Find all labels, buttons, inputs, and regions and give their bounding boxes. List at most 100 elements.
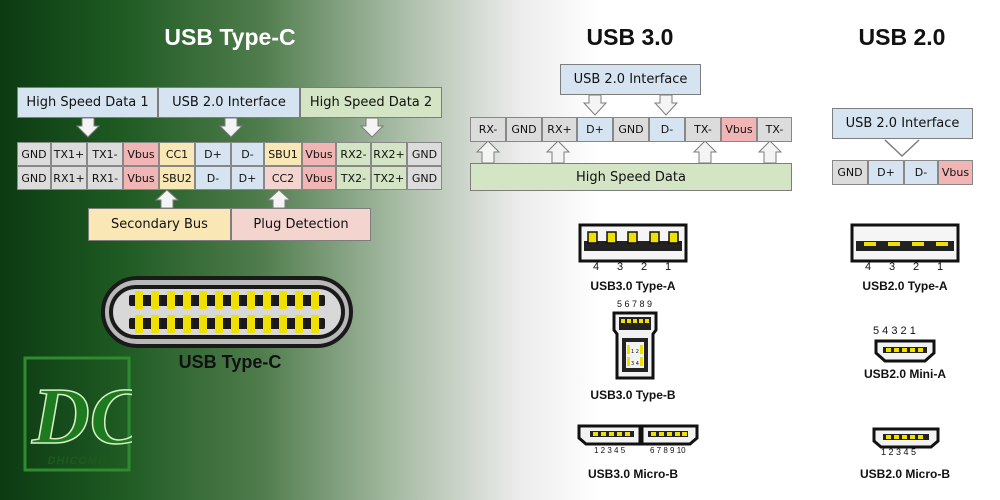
- usb2-pin-2: D+: [868, 160, 904, 185]
- typec-contact-pin: [199, 291, 207, 309]
- usb2-typea-num-3: 3: [889, 261, 896, 273]
- usb3-arrow-dminus: [653, 94, 679, 116]
- usb3-pin-3: RX+: [542, 117, 577, 142]
- usb3-pin-6: D-: [649, 117, 685, 142]
- typec-contact-pin: [231, 291, 239, 309]
- usb3-pin-5: GND: [613, 117, 649, 142]
- usb3-pin-2: GND: [506, 117, 542, 142]
- usb2-interface-label: USB 2.0 Interface: [832, 108, 973, 139]
- typec-pin-b1: GND: [407, 166, 442, 190]
- typec-contact-pin: [295, 315, 303, 333]
- typec-pin-a7: D-: [231, 142, 264, 166]
- usb3-typeb-inner2: 3 4: [631, 361, 639, 367]
- typec-secondary-bus-label: Secondary Bus: [88, 208, 231, 241]
- typec-contact-pin: [199, 315, 207, 333]
- typec-pin-b11: RX1+: [51, 166, 87, 190]
- typec-arrow-hs2: [359, 117, 385, 138]
- typec-contact-pin: [279, 291, 287, 309]
- typec-arrow-hs1: [75, 117, 101, 138]
- typec-pin-b2: TX2+: [371, 166, 407, 190]
- typec-arrow-usb2: [218, 117, 244, 138]
- usb2-microb-caption: USB2.0 Micro-B: [859, 467, 951, 481]
- typec-contact-pin: [263, 315, 271, 333]
- usb2-mini-caption: USB2.0 Mini-A: [863, 367, 946, 381]
- typec-contact-pin: [247, 315, 255, 333]
- usb3-microb-icon: [577, 424, 699, 446]
- typec-contact-pin: [183, 291, 191, 309]
- typec-contact-pin: [311, 291, 319, 309]
- typec-pin-a8: SBU1: [264, 142, 302, 166]
- typec-header-hs1: High Speed Data 1: [17, 87, 158, 118]
- typec-contact-pin: [215, 291, 223, 309]
- typec-contact-pin: [263, 291, 271, 309]
- typec-pin-b7: D-: [195, 166, 231, 190]
- usb3-arrow-rxm: [475, 140, 501, 164]
- usb2-typea-icon: [850, 223, 960, 263]
- typec-connector-caption: USB Type-C: [178, 352, 282, 372]
- typec-contact-pin: [215, 315, 223, 333]
- usb2-microb-icon: [872, 427, 940, 449]
- usb3-typea-icon: [578, 223, 688, 263]
- usb3-pin-1: RX-: [470, 117, 506, 142]
- usb3-arrow-rxp: [545, 140, 571, 164]
- typec-connector-icon: [101, 276, 353, 348]
- usb3-typea-caption: USB3.0 Type-A: [590, 279, 676, 293]
- typec-contact-pin: [167, 291, 175, 309]
- typec-contact-pin: [151, 315, 159, 333]
- usb3-microb-nums-right: 6 7 8 9 10: [650, 446, 686, 455]
- usb3-typeb-icon: 1 2 3 4: [612, 311, 658, 380]
- usb2-typea-num-4: 4: [865, 261, 872, 273]
- typec-contact-pin: [311, 315, 319, 333]
- usb3-high-speed-label: High Speed Data: [470, 163, 792, 191]
- typec-pin-a10: RX2-: [336, 142, 371, 166]
- typec-arrow-plug: [266, 189, 292, 209]
- dhicomp-logo-mark: DC: [31, 373, 132, 461]
- typec-header-usb2: USB 2.0 Interface: [158, 87, 300, 118]
- usb2-pin-1: GND: [832, 160, 868, 185]
- typec-contact-pin: [135, 315, 143, 333]
- usb3-microb-caption: USB3.0 Micro-B: [587, 467, 679, 481]
- dhicomp-logo-text: DHICOMP: [48, 455, 107, 467]
- typec-contact-pin: [183, 315, 191, 333]
- usb3-typea-num-3: 3: [617, 261, 624, 273]
- typec-contact-pin: [151, 291, 159, 309]
- typec-pin-b10: RX1-: [87, 166, 123, 190]
- usb3-typea-num-2: 2: [641, 261, 648, 273]
- typec-contact-pin: [231, 315, 239, 333]
- usb2-pin-4: Vbus: [938, 160, 973, 185]
- typec-title: USB Type-C: [164, 24, 296, 50]
- usb3-pin-4: D+: [577, 117, 613, 142]
- typec-pin-b3: TX2-: [336, 166, 371, 190]
- typec-pin-b8: SBU2: [159, 166, 195, 190]
- usb2-typea-num-2: 2: [913, 261, 920, 273]
- usb2-microb-numbers: 1 2 3 4 5: [881, 447, 917, 457]
- usb3-arrow-txm: [692, 140, 718, 164]
- usb2-title: USB 2.0: [858, 24, 946, 50]
- usb2-pin-3: D-: [904, 160, 938, 185]
- typec-pin-a12: GND: [407, 142, 442, 166]
- usb3-pin-8: Vbus: [721, 117, 757, 142]
- typec-header-hs2: High Speed Data 2: [300, 87, 442, 118]
- usb3-arrow-dplus: [582, 94, 608, 116]
- typec-pin-b6: D+: [231, 166, 264, 190]
- usb3-pin-7: TX-: [685, 117, 721, 142]
- usb3-pin-9: TX-: [757, 117, 792, 142]
- dhicomp-logo: DC DHICOMP: [23, 356, 132, 472]
- typec-arrow-secondary: [154, 189, 180, 209]
- usb3-interface-label: USB 2.0 Interface: [560, 64, 701, 95]
- typec-contact-pin: [167, 315, 175, 333]
- typec-pin-b12: GND: [17, 166, 51, 190]
- typec-pin-a9: Vbus: [302, 142, 336, 166]
- usb3-typeb-inner1: 1 2: [631, 349, 639, 355]
- usb3-typeb-numbers: 5 6 7 8 9: [617, 299, 653, 309]
- typec-pin-a6: D+: [195, 142, 231, 166]
- typec-pin-b4: Vbus: [302, 166, 336, 190]
- usb2-typea-caption: USB2.0 Type-A: [862, 279, 948, 293]
- usb3-typeb-caption: USB3.0 Type-B: [590, 388, 676, 402]
- typec-pin-a5: CC1: [159, 142, 195, 166]
- typec-pin-b9: Vbus: [123, 166, 159, 190]
- usb2-mini-icon: [874, 339, 936, 363]
- usb3-microb-nums-left: 1 2 3 4 5: [594, 446, 626, 455]
- typec-pin-a1: GND: [17, 142, 51, 166]
